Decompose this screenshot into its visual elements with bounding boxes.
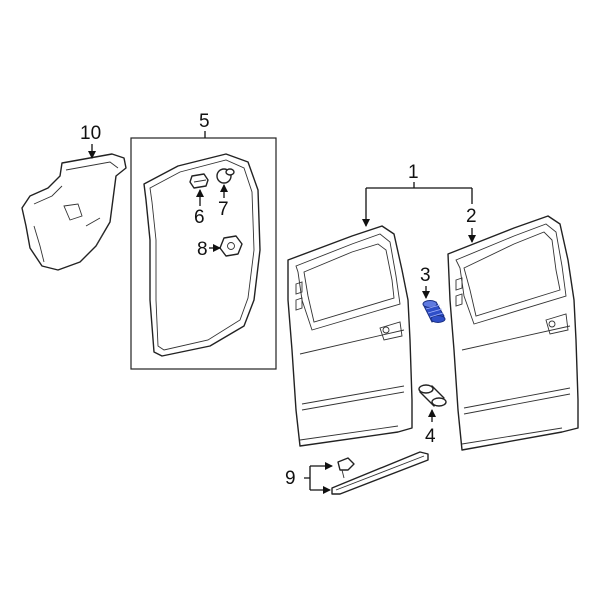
callout-7: 7 (218, 199, 229, 220)
callout-2: 2 (466, 206, 477, 227)
callout-4: 4 (425, 426, 436, 447)
callout-9: 9 (285, 468, 296, 489)
callout-8-group: 8 (197, 239, 221, 260)
callout-9-group: 9 (285, 462, 333, 494)
part-4-bumper[interactable] (418, 384, 447, 407)
part-2-door-shell[interactable] (447, 215, 579, 451)
part-6-clip[interactable] (189, 173, 209, 189)
callout-8: 8 (197, 239, 208, 260)
callout-3-group: 3 (420, 265, 431, 299)
callout-1: 1 (408, 162, 419, 183)
part-5-weatherstrip[interactable] (143, 153, 261, 357)
callout-1-group: 1 (362, 162, 472, 227)
weatherstrip-kit-box (130, 137, 277, 370)
callout-6: 6 (194, 207, 205, 228)
callout-10-group: 10 (80, 123, 101, 159)
callout-6-group: 6 (194, 189, 205, 228)
callout-3: 3 (420, 265, 431, 286)
part-9-clip[interactable] (337, 457, 355, 479)
part-3-bumper-highlighted[interactable] (422, 300, 446, 323)
part-8-grommet[interactable] (219, 235, 243, 257)
callout-5: 5 (199, 111, 210, 132)
leader-9-bracket (304, 466, 311, 490)
callout-10: 10 (80, 123, 101, 144)
part-1-door-shell[interactable] (287, 225, 413, 447)
part-10-door-shield[interactable] (21, 153, 127, 271)
callout-4-group: 4 (425, 409, 436, 447)
callout-7-group: 7 (218, 184, 229, 220)
part-7-bumper[interactable] (216, 168, 235, 184)
leader-1-bracket (366, 182, 472, 189)
part-9-molding[interactable] (331, 451, 429, 495)
callout-2-group: 2 (466, 188, 477, 243)
callout-5-group: 5 (199, 111, 210, 138)
